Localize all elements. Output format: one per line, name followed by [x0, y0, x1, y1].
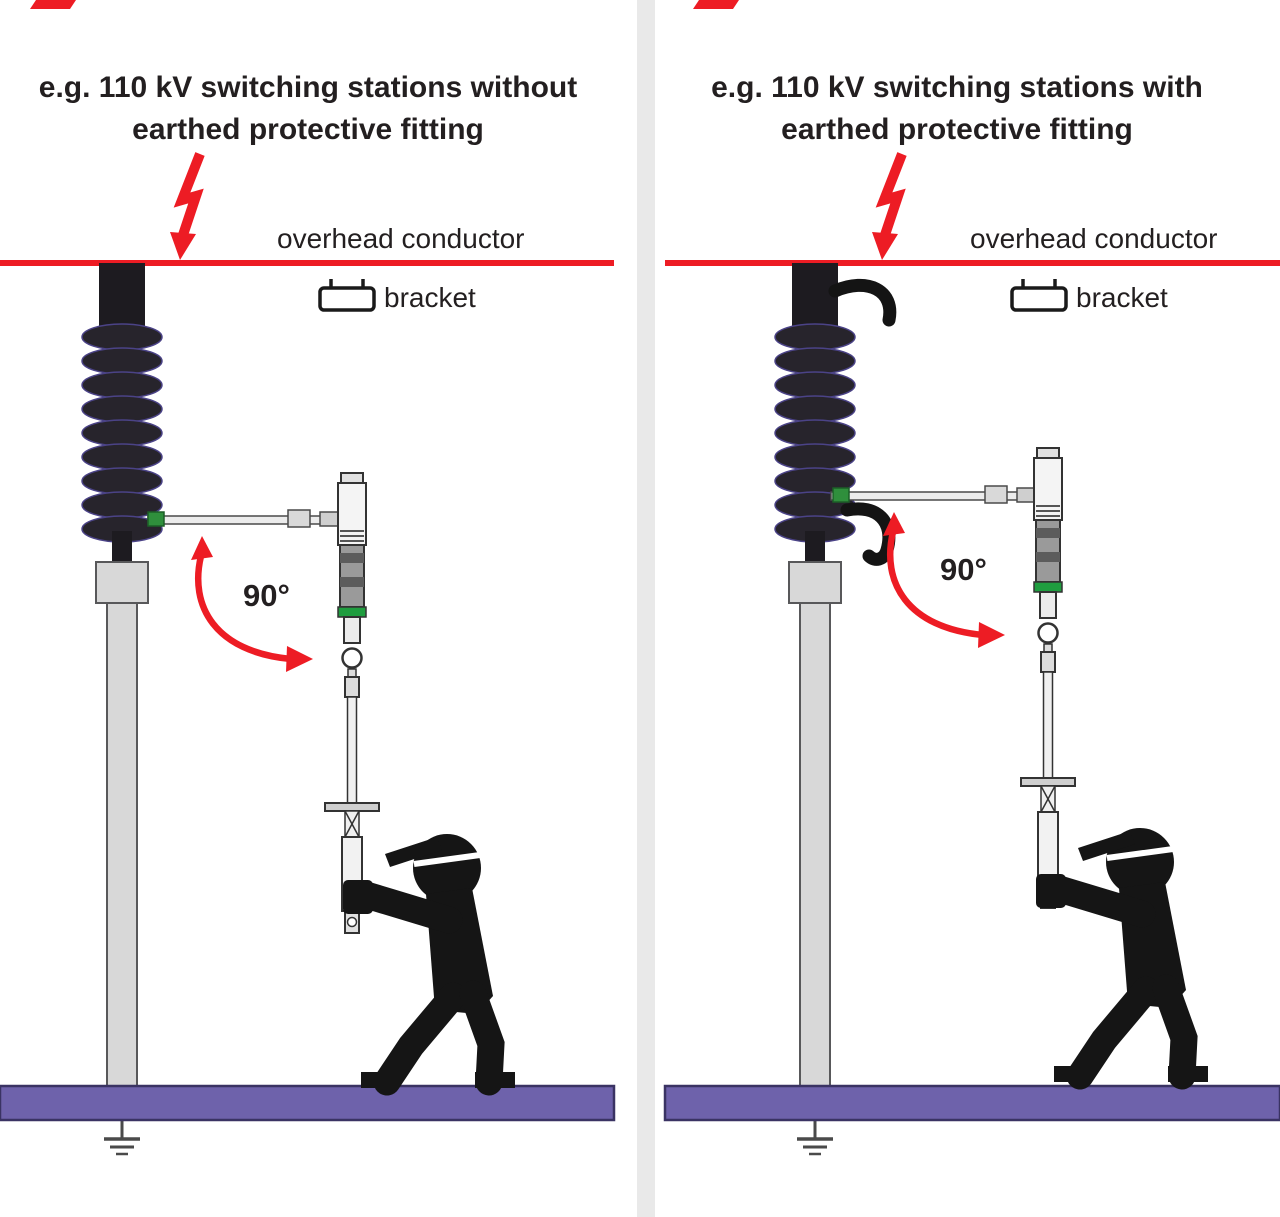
panel-title-line1: e.g. 110 kV switching stations with: [711, 71, 1203, 104]
insulator-post: [80, 261, 164, 1156]
overhead-conductor-label: overhead conductor: [277, 223, 525, 254]
cropped-red-mark: [693, 0, 739, 9]
bracket-label: bracket: [384, 282, 476, 313]
diagram-with-fitting: e.g. 110 kV switching stations with eart…: [663, 0, 1280, 1156]
cropped-red-mark: [30, 0, 76, 9]
lightning-icon: [872, 154, 902, 260]
overhead-conductor-label: overhead conductor: [970, 223, 1218, 254]
ground-bar: [0, 1084, 616, 1122]
bracket-icon: [318, 277, 376, 312]
operator-figure: [343, 834, 515, 1088]
voltage-tester: [323, 471, 381, 935]
panel-without-fitting: e.g. 110 kV switching stations without e…: [0, 0, 637, 1217]
lightning-icon: [170, 154, 200, 260]
insulating-rod: [830, 485, 1038, 504]
panel-title-line1: e.g. 110 kV switching stations without: [39, 71, 577, 104]
panel-title-line2: earthed protective fitting: [132, 113, 484, 146]
overhead-conductor-line: [665, 260, 1280, 266]
angle-label: 90°: [940, 552, 987, 587]
panel-title-line2: earthed protective fitting: [781, 113, 1133, 146]
diagram-without-fitting: e.g. 110 kV switching stations without e…: [0, 0, 616, 1156]
overhead-conductor-line: [0, 260, 614, 266]
insulator-post: [773, 261, 857, 1156]
earthing-hook-bottom: [840, 502, 896, 566]
bracket-label: bracket: [1076, 282, 1168, 313]
voltage-tester: [1019, 446, 1077, 910]
angle-label: 90°: [243, 578, 290, 613]
insulating-rod: [147, 509, 341, 528]
ground-bar: [663, 1084, 1280, 1122]
bracket-icon: [1010, 277, 1068, 312]
panel-divider: [637, 0, 655, 1217]
earthing-hook-top: [828, 278, 897, 327]
operator-figure: [1036, 828, 1208, 1082]
panel-with-fitting: e.g. 110 kV switching stations with eart…: [655, 0, 1280, 1217]
